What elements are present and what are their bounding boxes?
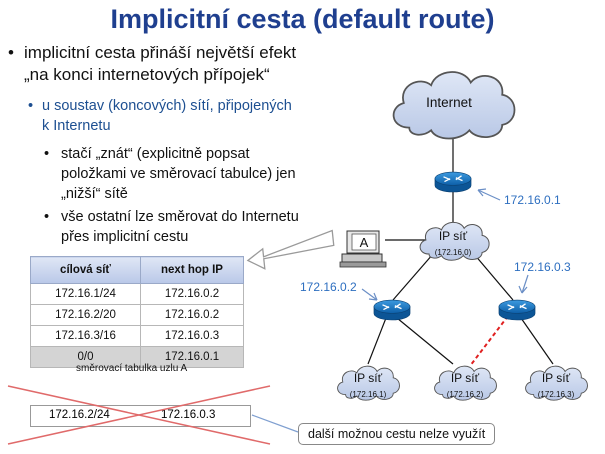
link-lan-router-left [392,253,434,301]
crossed-entry-next-hop: 172.16.0.3 [161,409,216,421]
ip-network-1-label: IP síť [354,371,383,385]
sub-bullet-marker: • [28,98,34,114]
arrowhead-icon [368,292,378,301]
page-title: Implicitní cesta (default route) [110,4,495,34]
table-cell: 172.16.0.2 [140,304,244,326]
bullet-text-1a: implicitní cesta přináší největší efekt [24,43,297,62]
link-router-left-net2 [396,317,454,365]
computer-icon [339,230,387,268]
sub-sub-bullet-marker: • [44,146,50,162]
sub-sub-bullet-text-1c: „nižší“ sítě [61,186,128,202]
link-lan-router-right [473,253,514,301]
sub-bullet-text-a: u soustav (koncových) sítí, připojených [42,98,292,114]
sub-sub-bullet-marker: • [44,209,50,225]
ip-network-3-label: IP síť [542,371,571,385]
table-row: 172.16.2/20 172.16.0.2 [30,304,244,326]
unused-link-dashed [469,315,509,367]
bullet-text-1b: „na konci internetových přípojek“ [24,65,270,84]
ip-network-1-subnet: (172.16.1) [350,390,387,399]
address-left-router: 172.16.0.2 [300,280,357,294]
internet-label: Internet [426,95,472,110]
sub-sub-bullet-text-2b: přes implicitní cestu [61,229,189,245]
table-cell: 172.16.0.2 [140,283,244,305]
table-cell: 0/0 [30,346,141,368]
address-right-router: 172.16.0.3 [514,260,571,274]
crossed-out-entry: 172.16.2/24 172.16.0.3 [30,405,251,427]
routing-table: cílová síť next hop IP 172.16.1/24 172.1… [30,256,244,368]
router-gateway-icon [434,171,472,193]
pointer-left-router [361,288,378,301]
table-row: 172.16.1/24 172.16.0.2 [30,283,244,305]
host-a-label: A [360,235,369,250]
pointer-right-router [521,274,529,294]
sub-sub-bullet-text-1b: položkami ve směrovací tabulce) jen [61,166,296,182]
callout-box: další možnou cestu nelze využít [298,423,496,445]
arrowhead-icon [477,188,487,197]
bullet-marker: • [8,43,14,62]
table-cell: 172.16.3/16 [30,325,141,347]
table-caption: směrovací tabulka uzlu A [76,363,188,374]
column-header-next-hop: next hop IP [140,256,244,284]
sub-bullet-text-b: k Internetu [42,118,111,134]
table-cell: 172.16.1/24 [30,283,141,305]
table-cell: 172.16.0.3 [140,325,244,347]
table-cell: 172.16.2/20 [30,304,141,326]
table-cell: 172.16.0.1 [140,346,244,368]
table-header-row: cílová síť next hop IP [30,256,244,284]
arrow-host-to-table-icon [246,229,335,270]
link-router-left-net1 [367,317,387,365]
ip-network-3-subnet: (172.16.3) [538,390,575,399]
ip-network-2-subnet: (172.16.2) [447,390,484,399]
ip-network-main-subnet: (172.16.0) [435,248,472,257]
router-right-icon [498,299,536,321]
table-row-default-route: 0/0 172.16.0.1 [30,346,244,368]
table-row: 172.16.3/16 172.16.0.3 [30,325,244,347]
address-gateway: 172.16.0.1 [504,193,561,207]
callout-connector [251,414,299,433]
link-router-right-net3 [520,317,554,365]
arrowhead-icon [518,285,528,294]
sub-sub-bullet-text-2a: vše ostatní lze směrovat do Internetu [61,209,299,225]
pointer-gateway [477,189,501,201]
ip-network-main-label: IP síť [439,229,468,243]
crossed-entry-destination: 172.16.2/24 [49,409,110,421]
cross-out-icon [7,385,271,445]
sub-sub-bullet-text-1a: stačí „znát“ (explicitně popsat [61,146,250,162]
address-pointers [361,188,529,301]
router-left-icon [373,299,411,321]
ip-network-2-label: IP síť [451,371,480,385]
